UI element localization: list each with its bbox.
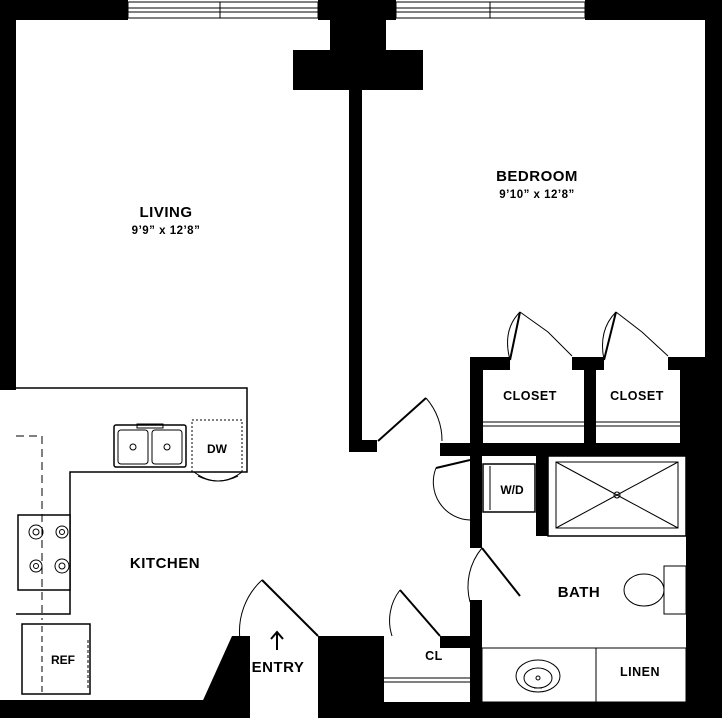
dishwasher-outline	[191, 419, 243, 473]
living-label: LIVING	[139, 204, 192, 221]
partition-foot	[349, 440, 377, 452]
closet-block-left-wall	[470, 357, 483, 445]
bedroom-door[interactable]	[377, 397, 443, 442]
closet-divider-wall	[584, 357, 596, 445]
closet-right-door[interactable]	[602, 311, 669, 361]
entry-angled-wall	[0, 636, 250, 718]
center-column-cap	[293, 50, 423, 90]
bath-west-wall-top	[470, 530, 482, 548]
closet-left-door[interactable]	[507, 311, 573, 361]
closet-right-label: CLOSET	[610, 389, 664, 403]
dishwasher-label: DW	[207, 442, 228, 456]
top-wall-left	[0, 0, 128, 20]
refrigerator	[21, 623, 91, 695]
closet-top-mid	[572, 357, 604, 370]
bath-door[interactable]	[467, 547, 521, 603]
cl-label: CL	[425, 649, 443, 663]
bottom-wall-right	[360, 702, 722, 718]
kitchen-label: KITCHEN	[130, 555, 200, 572]
kitchen-sink	[113, 424, 187, 468]
linen-label: LINEN	[620, 665, 660, 679]
entry-door[interactable]	[239, 579, 319, 641]
bottom-wall-center	[318, 636, 384, 718]
right-wall-lower	[686, 443, 722, 718]
wd-right-wall	[536, 456, 548, 536]
living-window	[127, 1, 319, 19]
closet-top-left	[470, 357, 510, 370]
washer-dryer-label: W/D	[500, 483, 524, 497]
upper-cabinet	[16, 435, 43, 620]
stove	[17, 514, 71, 591]
living-dimensions: 9’9” x 12’8”	[132, 225, 201, 237]
living-bedroom-partition	[349, 90, 362, 452]
bath-fixtures	[481, 455, 687, 703]
doors	[239, 311, 669, 641]
washer-dryer	[482, 463, 536, 513]
vanity-counter	[481, 647, 687, 703]
bath-label: BATH	[558, 584, 601, 601]
closet-left-label: CLOSET	[503, 389, 557, 403]
bath-top-wall	[440, 443, 722, 456]
bath-sink	[515, 659, 561, 693]
toilet	[623, 565, 687, 615]
left-wall	[0, 0, 16, 390]
bedroom-label: BEDROOM	[496, 168, 578, 185]
cl-door[interactable]	[389, 589, 441, 637]
windows	[127, 1, 586, 19]
top-wall-right	[585, 0, 722, 20]
closet-shelves	[384, 421, 680, 683]
wd-door[interactable]	[432, 459, 471, 521]
cl-bath-wall	[470, 600, 482, 718]
bedroom-dimensions: 9’10” x 12’8”	[499, 189, 575, 201]
center-column	[330, 0, 386, 50]
closet-top-right	[668, 357, 722, 370]
closet-block-right-wall	[680, 357, 722, 445]
entry-arrow-icon	[270, 630, 284, 650]
kitchen-counter	[16, 387, 248, 615]
entry-angled-wall-left	[195, 636, 248, 718]
entry-label: ENTRY	[252, 659, 305, 676]
bedroom-window	[395, 1, 586, 19]
right-wall	[705, 0, 722, 360]
refrigerator-label: REF	[51, 653, 75, 667]
wd-left-wall	[470, 456, 482, 546]
bathtub	[547, 455, 687, 537]
cl-top-wall	[440, 636, 482, 648]
